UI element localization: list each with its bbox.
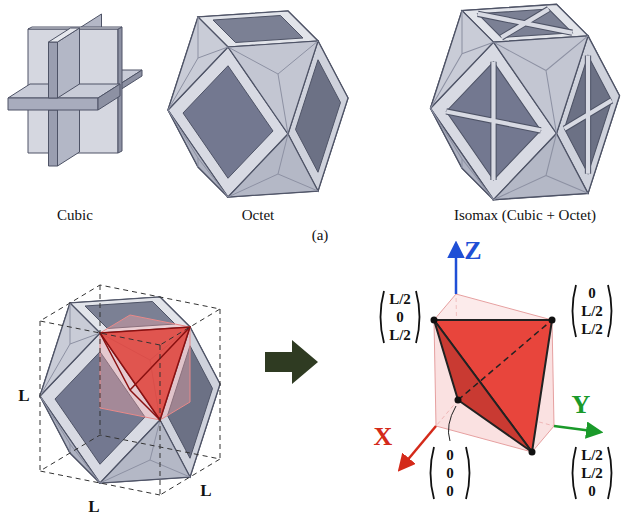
dimension-label: L [88,497,99,517]
red-tetrahedron-small [100,327,190,420]
subfigure-tag: (a) [312,226,329,244]
octet-lattice [168,11,348,197]
block-arrow [265,340,318,384]
vector-brackets [381,285,612,499]
bounding-cube-dashed [40,285,220,495]
coordinate-vector: L/2 L/2 0 [575,446,609,500]
caption: Cubic [57,206,93,224]
pink-cube [434,294,554,452]
axis-label: Y [572,392,591,418]
coordinate-vector: L/2 0 L/2 [383,290,417,344]
octant-box [100,315,190,420]
dimension-label: L [18,386,29,406]
cubic-lattice [8,14,142,166]
dimension-label: L [200,481,211,501]
isomax-lattice [431,4,620,199]
leader-line [448,406,456,441]
red-tetrahedron [431,317,556,456]
caption: Octet [242,206,274,224]
axis-label: X [374,424,393,450]
coordinate-vector: 0 0 0 [433,446,467,500]
coordinate-vector: 0 L/2 L/2 [575,284,609,338]
axis-label: Z [464,238,481,264]
coordinate-axes [400,244,600,469]
caption: Isomax (Cubic + Octet) [454,206,596,224]
